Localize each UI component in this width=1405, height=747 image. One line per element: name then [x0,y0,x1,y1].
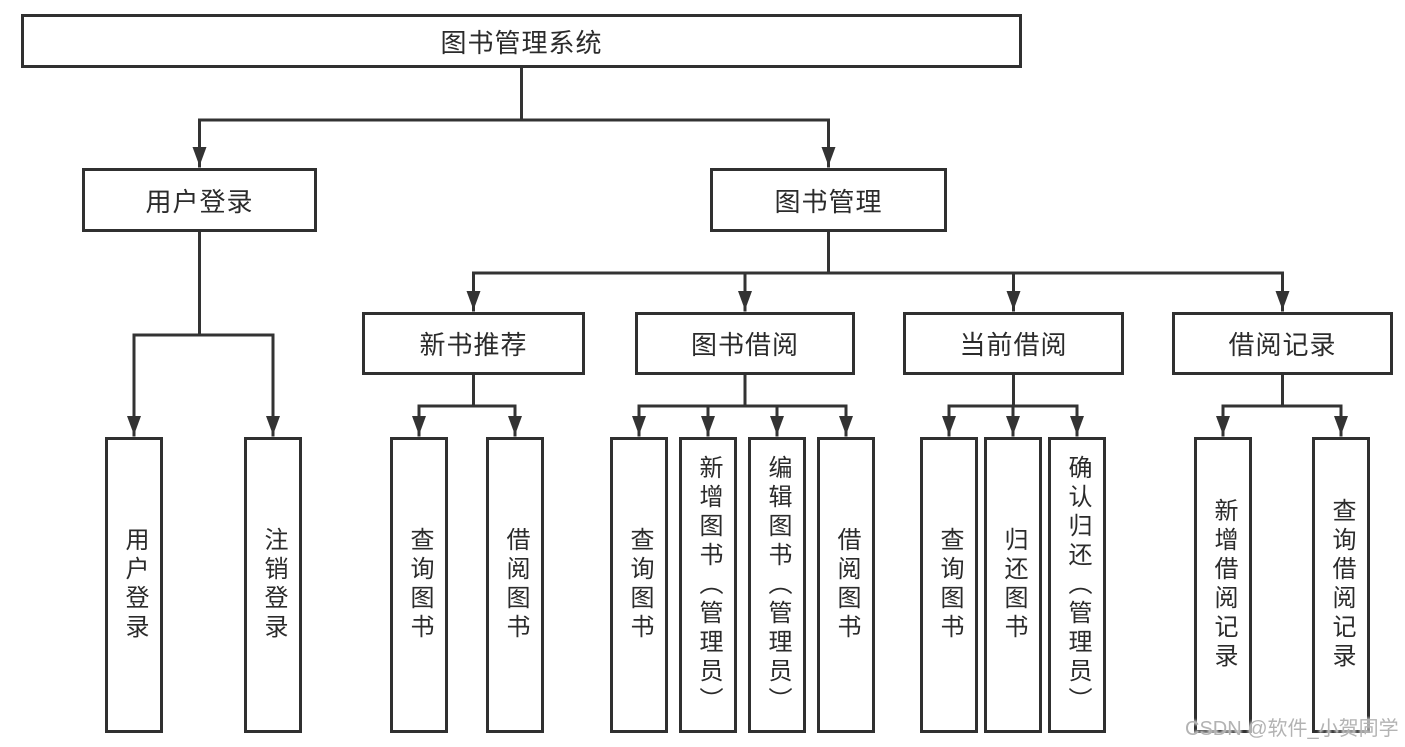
edge-book-management-to-level3 [466,230,1290,312]
edge-new-book-recommend-to-leaves [412,373,522,437]
node-new-book-recommend: 新书推荐 [362,312,585,375]
csdn-watermark: CSDN @软件_小贺同学 [1185,718,1399,740]
edge-book-borrow-to-leaves [632,373,853,437]
leaf-user-login: 用户登录 [105,437,163,733]
leaf-edit-books-admin: 编辑图书（管理员） [748,437,806,733]
leaf-add-books-admin: 新增图书（管理员） [679,437,737,733]
edge-borrow-records-to-leaves [1216,373,1348,437]
node-book-management: 图书管理 [710,168,947,232]
node-root: 图书管理系统 [21,14,1022,68]
node-user-login-label: 用户登录 [145,186,254,217]
leaf-query-books-current: 查询图书 [920,437,978,733]
leaf-logout: 注销登录 [244,437,302,733]
leaf-add-borrow-record-label: 新增借阅记录 [1210,498,1237,672]
node-book-borrow: 图书借阅 [635,312,855,375]
leaf-return-books: 归还图书 [984,437,1042,733]
leaf-confirm-return-admin-label: 确认归还（管理员） [1064,454,1091,716]
leaf-add-books-admin-label: 新增图书（管理员） [695,454,722,716]
node-book-borrow-label: 图书借阅 [690,330,799,360]
edge-root-to-level2 [192,66,836,168]
leaf-user-login-label: 用户登录 [121,527,148,643]
edge-user-login-to-leaves [127,230,280,437]
leaf-logout-label: 注销登录 [260,527,287,643]
leaf-query-borrow-record: 查询借阅记录 [1312,437,1370,733]
node-current-borrow-label: 当前借阅 [959,330,1068,360]
leaf-query-books-recommend: 查询图书 [390,437,448,733]
leaf-query-books-borrow: 查询图书 [610,437,668,733]
node-current-borrow: 当前借阅 [903,312,1124,375]
leaf-return-books-label: 归还图书 [1000,527,1027,643]
leaf-confirm-return-admin: 确认归还（管理员） [1048,437,1106,733]
node-borrow-records: 借阅记录 [1172,312,1393,375]
leaf-borrow-books-recommend: 借阅图书 [486,437,544,733]
leaf-query-books-recommend-label: 查询图书 [406,527,433,643]
node-user-login: 用户登录 [82,168,317,232]
edge-current-borrow-to-leaves [942,373,1084,437]
leaf-add-borrow-record: 新增借阅记录 [1194,437,1252,733]
leaf-query-books-borrow-label: 查询图书 [626,527,653,643]
node-root-label: 图书管理系统 [440,27,603,58]
leaf-borrow-books: 借阅图书 [817,437,875,733]
node-borrow-records-label: 借阅记录 [1228,330,1337,360]
leaf-query-books-current-label: 查询图书 [936,527,963,643]
leaf-borrow-books-label: 借阅图书 [833,527,860,643]
leaf-borrow-books-recommend-label: 借阅图书 [502,527,529,643]
leaf-edit-books-admin-label: 编辑图书（管理员） [764,454,791,716]
node-new-book-recommend-label: 新书推荐 [419,330,528,360]
leaf-query-borrow-record-label: 查询借阅记录 [1328,498,1355,672]
node-book-management-label: 图书管理 [774,186,883,217]
